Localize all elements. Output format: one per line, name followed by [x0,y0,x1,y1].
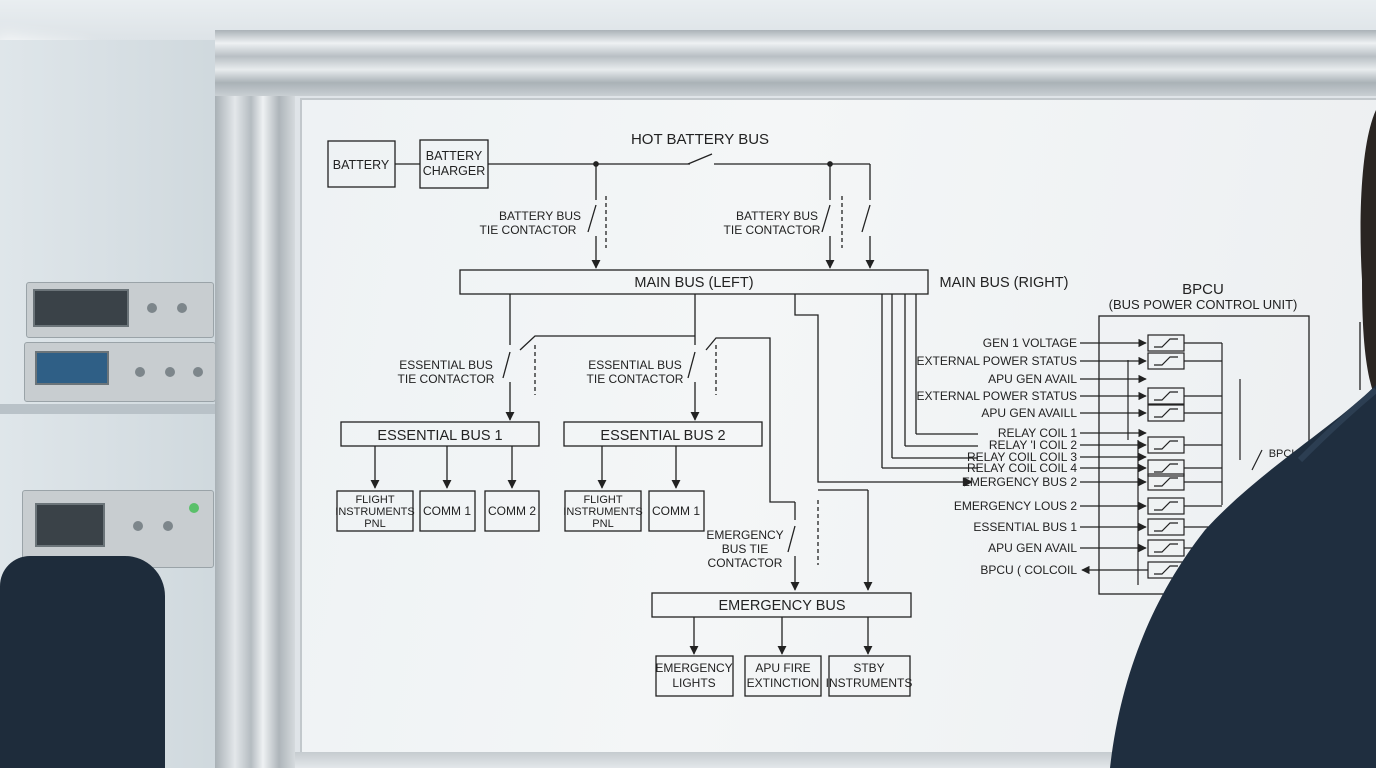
flight-instruments-2-l3: PNL [592,518,613,530]
battery-charger-label-1: BATTERY [426,149,483,163]
emergency-bus-label: EMERGENCY BUS [718,598,845,614]
bpcu-relay-trace [1154,356,1178,366]
battery-label: BATTERY [333,158,390,172]
bpcu-input-label: RELAY 'I COIL 2 [989,438,1077,452]
bpcu-input-label: EXTERNAL POWER STATUS [917,389,1077,403]
stby-instruments-l2: INSTRUMENTS [826,676,913,690]
bpcu-relay-trace [1154,477,1178,487]
bpcu-input-label: GEN 1 VOLTAGE [983,336,1077,350]
comm-1-b-label: COMM 1 [652,504,700,518]
bpcu-relay-trace [1154,408,1178,418]
essential-bus-1-bar [340,421,540,447]
bpcu-input-label: RELAY COIL COIL 3 [967,450,1077,464]
bpcu-relay-trace [1154,391,1178,401]
emergency-lights-l1: EMERGENCY [655,661,732,675]
bpcu-relay-trace [1154,338,1178,348]
comm-1-a-label: COMM 1 [423,504,471,518]
bpcu-relay-trace [1154,565,1178,575]
battery-bus-tie-right-1: BATTERY BUS [736,209,818,223]
battery-bus-tie-right-2: TIE CONTACTOR [724,223,821,237]
bpcu-input-label: ESSENTIAL BUS 1 [973,520,1077,534]
emergency-bus-tie-l3: CONTACTOR [708,556,783,570]
bpcu-input-label: BPCU ( COLCOIL [980,563,1077,577]
bpcu-input-label: RELAY COIL 1 [998,426,1077,440]
bpcu-input-label: EMERGENCY LOUS 2 [954,499,1077,513]
office-chair [0,556,165,768]
essential-bus-2-bar [563,421,763,447]
hot-battery-bus-label: HOT BATTERY BUS [631,131,769,148]
load-flight-instruments-1 [336,490,414,532]
battery-charger-label-2: CHARGER [423,164,486,178]
essential-bus-tie-right-2: TIE CONTACTOR [587,372,684,386]
bpcu-input-label: EMERGENCY BUS 2 [962,475,1077,489]
essential-bus-1-label: ESSENTIAL BUS 1 [377,428,502,444]
bpcu-subtitle: (BUS POWER CONTROL UNIT) [1109,297,1298,312]
essential-bus-2-label: ESSENTIAL BUS 2 [600,428,725,444]
emergency-bus-tie-l2: BUS TIE [722,542,768,556]
emergency-bus-tie-l1: EMERGENCY [706,528,783,542]
bpcu-input-label: APU GEN AVAILL [981,406,1077,420]
person-silhouette [1110,110,1376,768]
battery-bus-tie-left-1: BATTERY BUS [499,209,581,223]
main-bus-left-label: MAIN BUS (LEFT) [634,275,753,291]
load-stby-instruments [828,655,911,697]
essential-bus-tie-left-2: TIE CONTACTOR [398,372,495,386]
bpcu-relay-trace [1154,501,1178,511]
bpcu-input-label: EXTERNAL POWER STATUS [917,354,1077,368]
flight-instruments-1-l3: PNL [364,518,385,530]
bpcu-relay-trace [1154,463,1178,473]
whiteboard-frame [215,30,295,768]
test-instrument [22,490,214,568]
essential-bus-tie-left-1: ESSENTIAL BUS [399,358,493,372]
main-bus-right-label: MAIN BUS (RIGHT) [940,275,1069,291]
bpcu-switch [1251,449,1263,471]
battery-bus-tie-left-2: TIE CONTACTOR [480,223,577,237]
load-comm-1-b [648,490,705,532]
flight-instruments-1-l2: INSTRUMENTS [335,506,414,518]
flight-instruments-2-l1: FLIGHT [583,494,622,506]
comm-2-label: COMM 2 [488,504,536,518]
load-emergency-lights [655,655,734,697]
whiteboard-frame [215,30,1376,96]
bpcu-relay-trace [1154,522,1178,532]
main-bus-left-bar [459,269,929,295]
load-apu-fire [744,655,822,697]
stby-instruments-l1: STBY [853,661,884,675]
bpcu-input-label: RELAY COIL COIL 4 [967,461,1077,475]
test-instrument [24,342,216,402]
bpcu-relay-trace [1154,543,1178,553]
bpcu-input-label: APU GEN AVAIL [988,372,1077,386]
apu-fire-l2: EXTINCTION [747,676,820,690]
whiteboard-frame [295,752,1376,768]
bpcu-input-label: APU GEN AVAIL [988,541,1077,555]
load-flight-instruments-2 [564,490,642,532]
essential-bus-tie-right-1: ESSENTIAL BUS [588,358,682,372]
flight-instruments-2-l2: INSTRUMENTS [563,506,642,518]
load-comm-2 [484,490,540,532]
bpcu-relay-trace [1154,440,1178,450]
apu-fire-l1: APU FIRE [755,661,810,675]
test-instrument [26,282,214,338]
flight-instruments-1-l1: FLIGHT [355,494,394,506]
load-comm-1-a [419,490,476,532]
lab-shelf [0,404,220,414]
bpcu-title: BPCU [1182,281,1224,298]
emergency-lights-l2: LIGHTS [672,676,715,690]
